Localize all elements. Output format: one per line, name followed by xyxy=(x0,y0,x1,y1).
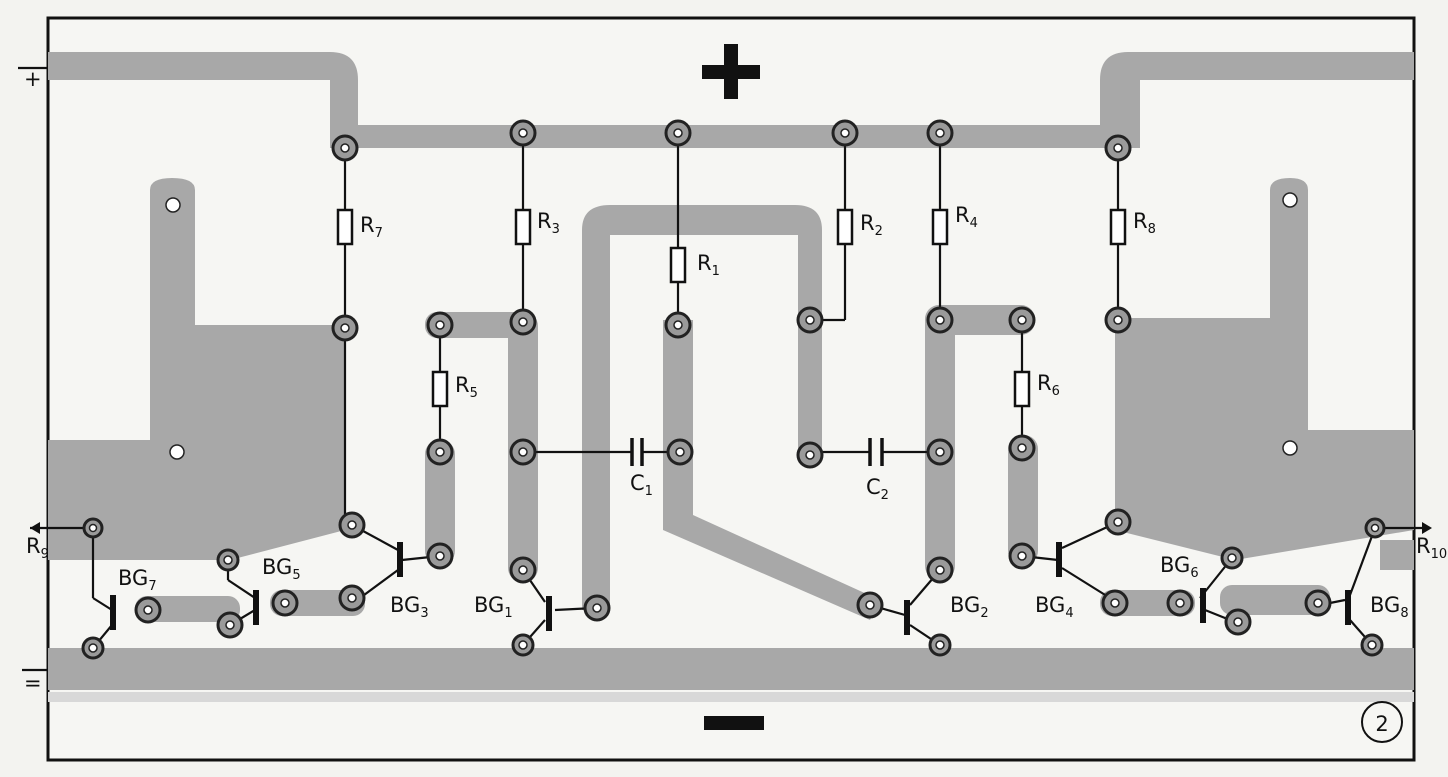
center-u-trace xyxy=(582,205,822,610)
label-r3: R3 xyxy=(537,209,560,237)
bg6-bg8-trace xyxy=(1220,585,1330,615)
right-heatsink-area xyxy=(1115,178,1414,560)
label-bg8: BG8 xyxy=(1370,593,1409,621)
component-labels: R7 R3 R1 R2 R4 R8 R5 R6 C1 C2 BG7 BG5 BG… xyxy=(26,203,1447,621)
r1-diagonal-trace xyxy=(663,320,880,620)
label-c2: C2 xyxy=(866,475,889,503)
r6-lower-trace xyxy=(1008,435,1038,565)
mounting-holes xyxy=(165,192,1298,460)
label-r5: R5 xyxy=(455,373,478,401)
minus-symbol xyxy=(704,716,764,730)
transistor-bars xyxy=(110,542,1351,635)
ground-pads xyxy=(81,633,1384,660)
r2-body xyxy=(836,208,854,246)
r10-arrow-icon xyxy=(1422,522,1432,534)
label-r4: R4 xyxy=(955,203,978,231)
r5-body xyxy=(431,370,449,408)
r6-top-trace xyxy=(925,305,1035,335)
label-bg2: BG2 xyxy=(950,593,989,621)
left-heatsink-area xyxy=(48,178,345,560)
bg7-bar xyxy=(110,595,116,630)
top-rail-pads xyxy=(331,119,1132,162)
label-r2: R2 xyxy=(860,211,883,239)
figure-number-text: 2 xyxy=(1375,712,1388,736)
label-bg1: BG1 xyxy=(474,593,513,621)
figure-number: 2 xyxy=(1361,701,1403,743)
left-plus-mark: + xyxy=(24,67,42,91)
positive-rail-trace xyxy=(48,52,1414,148)
negative-rail-light xyxy=(48,692,1414,702)
r8-body xyxy=(1109,208,1127,246)
r6-body xyxy=(1013,370,1031,408)
bg6-bar xyxy=(1200,588,1206,623)
middle-pads xyxy=(331,306,1132,469)
label-r7: R7 xyxy=(360,213,383,241)
copper-traces xyxy=(48,52,1414,702)
resistor-bodies xyxy=(336,208,1127,408)
label-r1: R1 xyxy=(697,251,720,279)
r10-right-trace xyxy=(1380,540,1414,570)
label-bg4: BG4 xyxy=(1035,593,1074,621)
r3-body xyxy=(514,208,532,246)
r7-body xyxy=(336,208,354,246)
solder-pads xyxy=(81,119,1386,660)
label-bg7: BG7 xyxy=(118,566,157,594)
bg3-bar xyxy=(397,542,403,577)
r4-body xyxy=(931,208,949,246)
label-c1: C1 xyxy=(630,471,653,499)
label-r10: R10 xyxy=(1416,534,1447,562)
left-minus-mark: = xyxy=(24,671,42,695)
r5-lower-trace xyxy=(425,440,455,565)
r1-body xyxy=(669,246,687,284)
label-bg6: BG6 xyxy=(1160,553,1199,581)
label-r9: R9 xyxy=(26,534,49,562)
bg7-bg5-trace xyxy=(135,596,240,622)
negative-rail-trace xyxy=(48,648,1414,690)
bg4-bar xyxy=(1056,542,1062,577)
bg1-bar xyxy=(546,596,552,631)
label-r8: R8 xyxy=(1133,209,1156,237)
bg5-bar xyxy=(253,590,259,625)
label-bg3: BG3 xyxy=(390,593,429,621)
lower-pads xyxy=(82,508,1386,639)
plus-symbol xyxy=(702,44,760,99)
label-bg5: BG5 xyxy=(262,555,301,583)
r9-arrow-icon xyxy=(30,522,40,534)
label-r6: R6 xyxy=(1037,371,1060,399)
capacitor-plates xyxy=(630,438,884,466)
bg2-bar xyxy=(904,600,910,635)
bg8-bar xyxy=(1345,590,1351,625)
